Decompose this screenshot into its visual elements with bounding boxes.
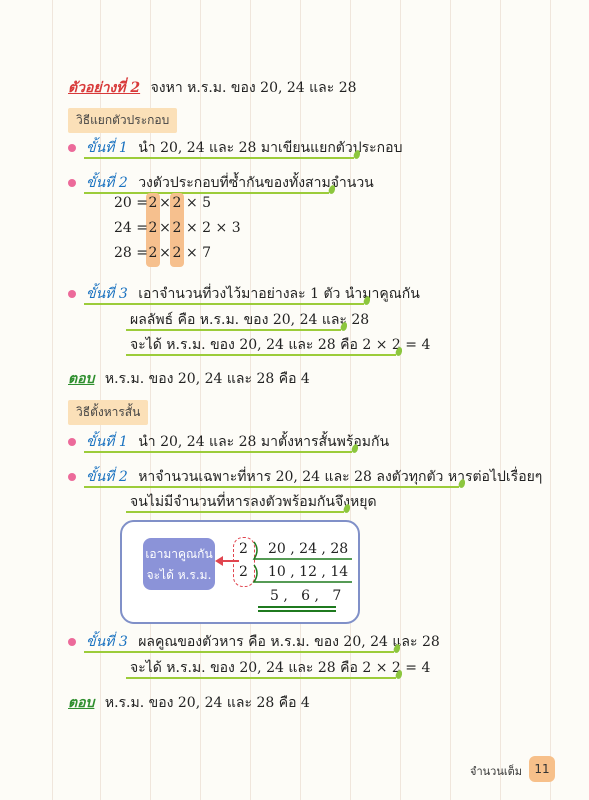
division-row: 20 , 24 , 28 [268,541,349,557]
pill-line: เอามาคูณกัน [145,547,213,561]
underline [84,651,394,653]
factor-number: 28 = [114,245,148,261]
method-tag-short-division: วิธีตั้งหารสั้น [68,400,149,425]
method1-step3-line1: ผลลัพธ์ คือ ห.ร.ม. ของ 20, 24 และ 28 [130,312,370,328]
double-underline [258,606,336,608]
bullet-dot [68,144,76,152]
factor-rest: × 5 [186,195,212,211]
factor-two: 2 [148,220,158,236]
answer-label: ตอบ [68,695,95,711]
step-text: เอาจำนวนที่วงไว้มาอย่างละ 1 ตัว นำมาคูณก… [138,286,420,302]
method2-step3-line2: จะได้ ห.ร.ม. ของ 20, 24 และ 28 คือ 2 × 2… [130,660,431,676]
factor-rest: × 7 [186,245,212,261]
method1-step3-line2: จะได้ ห.ร.ม. ของ 20, 24 และ 28 คือ 2 × 2… [130,337,431,353]
factor-highlight [146,193,160,267]
method-tag-factorization: วิธีแยกตัวประกอบ [68,108,178,133]
underline [84,486,459,488]
margin-line [500,0,501,800]
factor-row: 24 =2×2× 2 × 3 [114,220,241,236]
divisor: 2 [239,564,248,580]
bullet-dot [68,638,76,646]
example-heading: ตัวอย่างที่ 2 จงหา ห.ร.ม. ของ 20, 24 และ… [68,77,357,99]
underline [84,192,329,194]
factor-two: 2 [148,195,158,211]
margin-line [250,0,251,800]
division-bracket [252,541,352,583]
factor-number: 20 = [114,195,148,211]
times-sign: × [159,245,171,261]
factor-rest: × 2 × 3 [186,220,241,236]
underline [84,157,354,159]
method2-step1: ขั้นที่ 1 นำ 20, 24 และ 28 มาตั้งหารสั้น… [86,431,389,453]
step-label: ขั้นที่ 3 [86,634,128,650]
double-underline [258,610,336,612]
method2-answer: ตอบ ห.ร.ม. ของ 20, 24 และ 28 คือ 4 [68,692,310,714]
division-row: 5 , 6 , 7 [270,588,342,604]
bullet-dot [68,473,76,481]
step-label: ขั้นที่ 3 [86,286,128,302]
underline [84,303,364,305]
underline [84,451,352,453]
step-text: นำ 20, 24 และ 28 มาตั้งหารสั้นพร้อมกัน [138,434,390,450]
note-pill: เอามาคูณกัน จะได้ ห.ร.ม. [143,538,215,590]
page-number: 11 [529,756,555,782]
method2-step2: ขั้นที่ 2 หาจำนวนเฉพาะที่หาร 20, 24 และ … [86,466,542,488]
step-label: ขั้นที่ 2 [86,175,128,191]
method2-step2-line2: จนไม่มีจำนวนที่หารลงตัวพร้อมกันจึงหยุด [130,494,377,510]
margin-line [400,0,401,800]
margin-line [300,0,301,800]
pill-line: จะได้ ห.ร.ม. [146,568,212,582]
margin-line [200,0,201,800]
step-label: ขั้นที่ 1 [86,140,128,156]
margin-line [150,0,151,800]
factor-two: 2 [148,245,158,261]
factor-two: 2 [172,195,182,211]
underline [126,354,396,356]
factor-two: 2 [172,245,182,261]
times-sign: × [159,195,171,211]
method1-step1: ขั้นที่ 1 นำ 20, 24 และ 28 มาเขียนแยกตัว… [86,137,402,159]
example-question: จงหา ห.ร.ม. ของ 20, 24 และ 28 [150,80,357,96]
step-text: ผลคูณของตัวหาร คือ ห.ร.ม. ของ 20, 24 และ… [138,634,440,650]
underline [126,511,344,513]
answer-text: ห.ร.ม. ของ 20, 24 และ 28 คือ 4 [104,371,310,387]
factor-number: 24 = [114,220,148,236]
step-label: ขั้นที่ 1 [86,434,128,450]
underline [126,329,341,331]
step-text: วงตัวประกอบที่ซ้ำกันของทั้งสามจำนวน [138,175,374,191]
divisor-circle [233,537,255,587]
example-label: ตัวอย่างที่ 2 [68,80,141,96]
margin-line [52,0,53,800]
answer-text: ห.ร.ม. ของ 20, 24 และ 28 คือ 4 [104,695,310,711]
factor-highlight [170,193,184,267]
method1-step3: ขั้นที่ 3 เอาจำนวนที่วงไว้มาอย่างละ 1 ตั… [86,283,420,305]
times-sign: × [159,220,171,236]
bullet-dot [68,179,76,187]
factor-row: 20 =2×2× 5 [114,195,211,211]
arrow-left-icon [215,556,239,566]
chapter-name: จำนวนเต็ม [470,765,522,778]
bullet-dot [68,438,76,446]
step-label: ขั้นที่ 2 [86,469,128,485]
division-row: 10 , 12 , 14 [268,564,349,580]
margin-line [450,0,451,800]
margin-line [550,0,551,800]
bullet-dot [68,290,76,298]
factor-two: 2 [172,220,182,236]
step-text: นำ 20, 24 และ 28 มาเขียนแยกตัวประกอบ [138,140,403,156]
step-text: หาจำนวนเฉพาะที่หาร 20, 24 และ 28 ลงตัวทุ… [138,469,543,485]
margin-line [350,0,351,800]
underline [126,677,396,679]
factor-row: 28 =2×2× 7 [114,245,211,261]
method2-step3: ขั้นที่ 3 ผลคูณของตัวหาร คือ ห.ร.ม. ของ … [86,631,440,653]
divisor: 2 [239,541,248,557]
method1-answer: ตอบ ห.ร.ม. ของ 20, 24 และ 28 คือ 4 [68,368,310,390]
method1-step2: ขั้นที่ 2 วงตัวประกอบที่ซ้ำกันของทั้งสาม… [86,172,374,194]
answer-label: ตอบ [68,371,95,387]
